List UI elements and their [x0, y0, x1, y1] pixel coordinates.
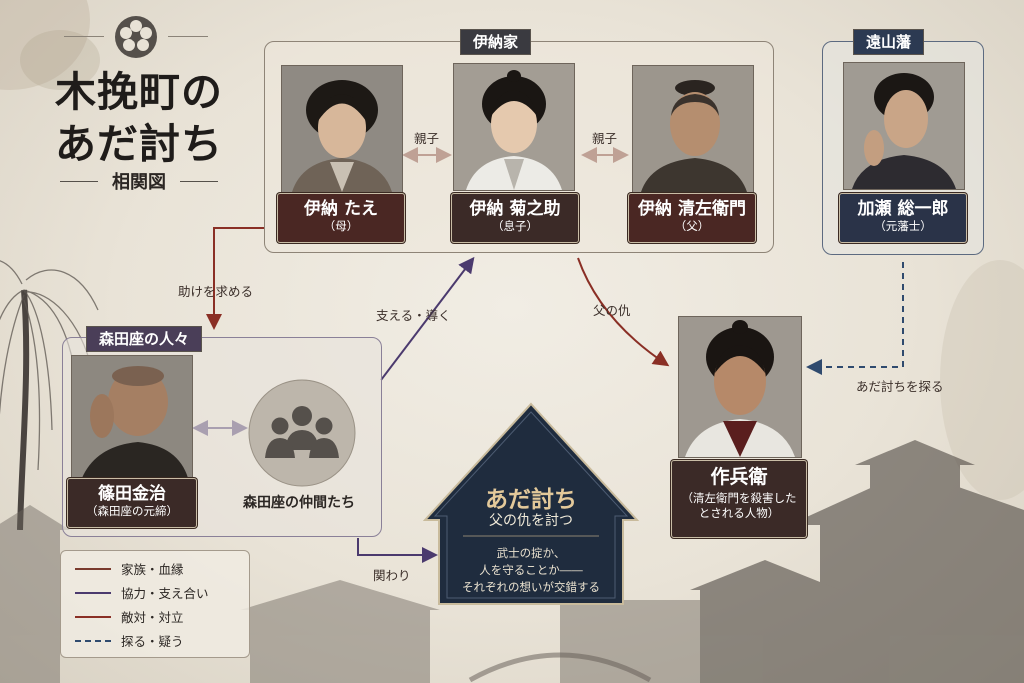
sasaeru-arrow [380, 256, 475, 381]
tae-name: 伊納 たえ [304, 199, 378, 219]
center-title: あだ討ち [485, 486, 577, 513]
title-rule-right [168, 36, 208, 37]
kakawari-label: 関わり [373, 568, 411, 583]
nakama-group-icon [248, 379, 356, 487]
kikunosuke-name-card: 伊納 菊之助 （息子） [451, 193, 579, 243]
toyama-han-tag: 遠山藩 [853, 29, 925, 55]
kase-name: 加瀬 総一郎 [857, 199, 949, 219]
shinoda-name-card: 篠田金治 （森田座の元締） [67, 478, 197, 528]
sakubei-portrait [678, 316, 802, 458]
saguru-arrow [806, 262, 904, 375]
saguru-label: あだ討ちを探る [856, 379, 944, 394]
title-rule-left [64, 36, 104, 37]
center-subtitle: 父の仇を討つ [489, 513, 573, 529]
kakawari-arrow [357, 538, 438, 563]
kataki-arrow [577, 257, 670, 367]
kataki-label: 父の仇 [593, 303, 631, 318]
title-line-2: あだ討ち [55, 120, 223, 168]
title-line-1: 木挽町の [55, 68, 223, 116]
sakubei-role-1: （清左衛門を殺害した [681, 491, 797, 505]
willow-tree-illustration [0, 260, 99, 530]
center-line-2: 人を守ることか―― [479, 563, 583, 577]
family-crest-icon [115, 16, 157, 58]
shinoda-portrait [71, 355, 193, 479]
sakubei-name-card: 作兵衛 （清左衛門を殺害した とされる人物） [671, 460, 807, 538]
seizaemon-portrait [632, 65, 754, 193]
tae-name-card: 伊納 たえ （母） [277, 193, 405, 243]
tae-portrait [281, 65, 403, 193]
oyako-label-right: 親子 [592, 131, 618, 146]
center-line-3: それぞれの想いが交錯する [462, 580, 600, 594]
sasaeru-label: 支える・導く [376, 308, 451, 323]
legend-label-family: 家族・血縁 [121, 562, 184, 577]
legend-label-enemy: 敵対・対立 [121, 610, 184, 625]
subtitle-rule-left [60, 181, 98, 182]
legend-label-suspect: 探る・疑う [121, 634, 184, 649]
legend: 家族・血縁 協力・支え合い 敵対・対立 探る・疑う [60, 550, 250, 658]
nakama-label: 森田座の仲間たち [243, 495, 355, 511]
inou-family-tag: 伊納家 [460, 29, 532, 55]
page-title: 木挽町の あだ討ち [44, 66, 234, 170]
legend-label-support: 協力・支え合い [121, 586, 209, 601]
page-subtitle: 相関図 [112, 172, 166, 193]
kikunosuke-portrait [453, 63, 575, 191]
seizaemon-name-card: 伊納 清左衛門 （父） [628, 193, 756, 243]
seizaemon-role: （父） [674, 219, 710, 233]
sakubei-role-2: とされる人物） [698, 506, 780, 520]
kikunosuke-name: 伊納 菊之助 [469, 199, 561, 219]
kase-portrait [843, 62, 965, 190]
morita-za-tag: 森田座の人々 [86, 326, 203, 352]
edo-townscape-illustration [0, 440, 1024, 683]
kase-name-card: 加瀬 総一郎 （元藩士） [839, 193, 967, 243]
center-line-1: 武士の掟か、 [496, 546, 566, 560]
shinoda-role: （森田座の元締） [86, 504, 178, 518]
subtitle-rule-right [180, 181, 218, 182]
sakubei-name: 作兵衛 [710, 466, 768, 488]
tae-role: （母） [323, 219, 359, 233]
kase-role: （元藩士） [874, 219, 932, 233]
legend-line-family [75, 568, 111, 570]
oyako-label-left: 親子 [414, 131, 440, 146]
adauchi-center-emblem [423, 402, 639, 605]
legend-line-support [75, 592, 111, 594]
kikunosuke-role: （息子） [492, 219, 538, 233]
seizaemon-name: 伊納 清左衛門 [638, 199, 746, 219]
tasuke-arrow [206, 227, 264, 330]
tasuke-label: 助けを求める [178, 284, 254, 299]
legend-line-suspect [75, 640, 111, 642]
shinoda-name: 篠田金治 [98, 484, 166, 504]
legend-line-enemy [75, 616, 111, 618]
